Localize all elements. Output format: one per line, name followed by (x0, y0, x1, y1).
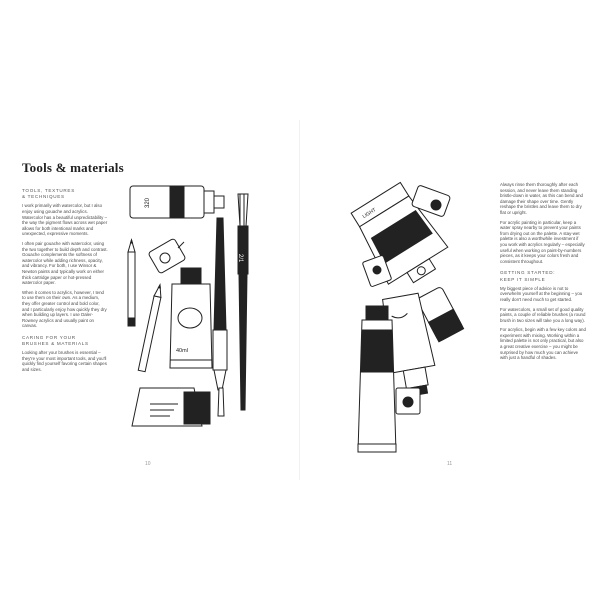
page-gutter (299, 120, 300, 480)
paragraph: I often pair gouache with watercolor, us… (22, 240, 108, 286)
tube-label: 40ml (176, 348, 188, 354)
section-heading-tools: TOOLS, TEXTURES & TECHNIQUES (22, 188, 108, 200)
paragraph: Always rinse them thoroughly after each … (500, 182, 583, 215)
paintbrush-illustration (213, 218, 227, 390)
left-page: Tools & materials TOOLS, TEXTURES & TECH… (22, 160, 151, 467)
paragraph: I work primarily with watercolor, but I … (22, 203, 108, 237)
pencil-sharpener-illustration (396, 388, 420, 414)
pencil-sharpener-illustration (148, 238, 186, 274)
heading-line: BRUSHES & MATERIALS (22, 341, 89, 347)
heading-line: CARING FOR YOUR (22, 334, 76, 340)
section-heading-caring: CARING FOR YOUR BRUSHES & MATERIALS (22, 335, 108, 347)
right-text-column: Always rinse them thoroughly after each … (500, 182, 586, 365)
eraser-illustration (416, 286, 463, 342)
page-number-right: 11 (447, 461, 453, 467)
heading-line: GETTING STARTED: (500, 270, 556, 276)
paragraph: Looking after your brushes is essential … (22, 350, 107, 373)
paragraph: For watercolors, a small set of good qua… (500, 306, 586, 323)
heading-line: & TECHNIQUES (22, 194, 65, 200)
left-text-column: TOOLS, TEXTURES & TECHNIQUES I work prim… (22, 188, 108, 377)
paragraph: For acrylics, begin with a few key color… (500, 327, 586, 361)
tube-label: 320 (145, 197, 151, 208)
flat-brush-illustration (218, 388, 224, 416)
paint-tube-vertical-illustration (358, 306, 396, 452)
section-heading-getting-started: GETTING STARTED: KEEP IT SIMPLE (500, 270, 586, 282)
heading-line: TOOLS, TEXTURES (22, 188, 75, 193)
pencil-sharpener-illustration (411, 185, 450, 217)
heading-line: KEEP IT SIMPLE (500, 276, 546, 282)
page-number-left: 10 (145, 461, 151, 467)
paragraph: When it comes to acrylics, however, I te… (22, 289, 107, 329)
paint-jar-illustration (132, 388, 210, 426)
paint-tube-vertical-illustration: 40ml (170, 268, 212, 368)
pencil-illustration (128, 240, 135, 326)
paint-tube-horizontal-illustration: 320 (130, 186, 224, 218)
paragraph: For acrylic painting in particular, keep… (500, 219, 585, 264)
paragraph: My biggest piece of advice is not to ove… (500, 285, 583, 302)
right-page: 11 (300, 0, 600, 600)
pencil-illustration (138, 284, 163, 372)
paintbrush-illustration: 2/1 (237, 194, 248, 410)
brush-label: 2/1 (237, 254, 243, 263)
page-title: Tools & materials (22, 160, 124, 175)
pencil-sharpener-illustration (362, 255, 392, 287)
